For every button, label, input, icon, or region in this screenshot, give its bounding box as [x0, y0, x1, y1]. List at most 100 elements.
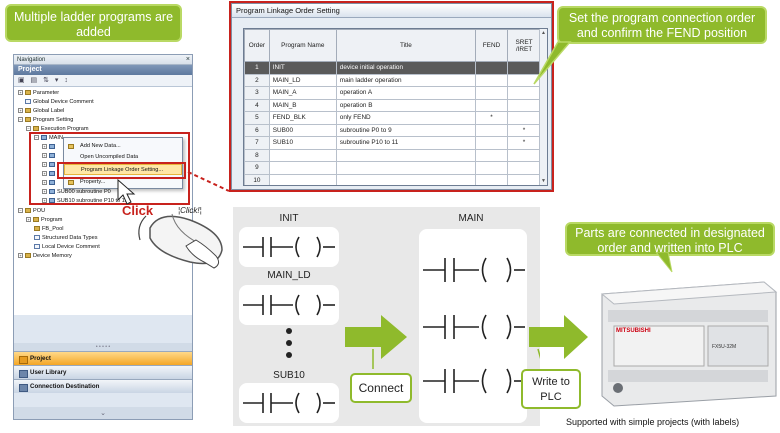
- tree-item-local-device-comment[interactable]: Local Device Comment: [34, 243, 100, 251]
- cell-fend[interactable]: [475, 73, 508, 87]
- cell-title[interactable]: operation B: [335, 98, 477, 112]
- tree-item-parameter[interactable]: +Parameter: [18, 89, 59, 97]
- cell-title[interactable]: [335, 161, 477, 175]
- tree-item-child[interactable]: +: [42, 161, 57, 169]
- menu-item-program-linkage-order-setting[interactable]: Program Linkage Order Setting...: [64, 164, 182, 175]
- tree-item-child[interactable]: +: [42, 143, 57, 151]
- table-row[interactable]: 10: [244, 173, 542, 185]
- table-row[interactable]: 9: [244, 161, 542, 175]
- tree-item-device-memory[interactable]: +Device Memory: [18, 252, 72, 260]
- cell-fend[interactable]: [475, 161, 508, 175]
- cell-name[interactable]: SUB10: [268, 136, 337, 150]
- scroll-up-icon[interactable]: ▲: [541, 30, 546, 36]
- cell-title[interactable]: [335, 173, 477, 185]
- table-row[interactable]: 8: [244, 148, 542, 162]
- scroll-down-icon[interactable]: ▼: [541, 178, 546, 184]
- column-header-title[interactable]: Title: [335, 29, 477, 62]
- cell-sret[interactable]: [506, 98, 542, 112]
- cell-fend[interactable]: [475, 86, 508, 100]
- cell-sret[interactable]: *: [506, 136, 542, 150]
- tree-item-child[interactable]: +: [42, 170, 57, 178]
- cell-name[interactable]: [268, 148, 337, 162]
- tree-item-sub00[interactable]: +SUB00 subroutine P0: [42, 188, 111, 196]
- cell-name[interactable]: [268, 161, 337, 175]
- tree-item-fb-pool[interactable]: FB_Pool: [34, 225, 63, 233]
- cell-sret[interactable]: [506, 148, 542, 162]
- tree-item-main[interactable]: −MAIN: [34, 134, 63, 142]
- cell-title[interactable]: main ladder operation: [335, 73, 477, 87]
- cell-fend[interactable]: [475, 61, 508, 75]
- menu-item-open-uncompiled-data[interactable]: Open Uncompiled Data: [64, 152, 182, 163]
- cell-name[interactable]: SUB00: [268, 123, 337, 137]
- menu-item-add-new-data[interactable]: Add New Data...: [64, 141, 182, 152]
- cell-title[interactable]: only FEND: [335, 111, 477, 125]
- table-scrollbar[interactable]: ▲ ▼: [539, 29, 547, 185]
- tree-item-execution-program[interactable]: −Execution Program: [26, 125, 89, 133]
- expand-icon[interactable]: +: [18, 108, 23, 113]
- cell-sret[interactable]: [506, 173, 542, 185]
- cell-name[interactable]: INIT: [268, 61, 337, 75]
- expand-icon[interactable]: +: [18, 253, 23, 258]
- cell-sret[interactable]: *: [506, 123, 542, 137]
- column-header-sret-iret[interactable]: SRET /IRET: [506, 29, 542, 62]
- cell-title[interactable]: subroutine P10 to 11: [335, 136, 477, 150]
- navigation-toolbar[interactable]: ▣ ▤ ⇅ ▾ ↕: [14, 75, 192, 87]
- expand-icon[interactable]: +: [42, 171, 47, 176]
- cell-title[interactable]: operation A: [335, 86, 477, 100]
- cell-fend[interactable]: [475, 98, 508, 112]
- cell-name[interactable]: MAIN_LD: [268, 73, 337, 87]
- tree-item-structured-data-types[interactable]: Structured Data Types: [34, 234, 98, 242]
- tree-item-child[interactable]: +: [42, 152, 57, 160]
- expand-icon[interactable]: +: [42, 198, 47, 203]
- tree-item-pou[interactable]: −POU: [18, 207, 45, 215]
- project-tree[interactable]: +Parameter Global Device Comment +Global…: [14, 87, 192, 315]
- cell-name[interactable]: MAIN_A: [268, 86, 337, 100]
- collapse-icon[interactable]: −: [18, 117, 23, 122]
- tree-item-program[interactable]: +Program: [26, 216, 62, 224]
- cell-title[interactable]: [335, 148, 477, 162]
- tree-item-program-setting[interactable]: −Program Setting: [18, 116, 73, 124]
- project-button[interactable]: Project: [14, 351, 192, 365]
- cell-sret[interactable]: [506, 111, 542, 125]
- menu-item-property[interactable]: Property...: [64, 177, 182, 188]
- cell-fend[interactable]: [475, 148, 508, 162]
- linkage-table[interactable]: Order Program Name Title FEND SRET /IRET…: [244, 29, 542, 185]
- expand-icon[interactable]: +: [42, 162, 47, 167]
- user-library-button[interactable]: User Library: [14, 365, 192, 379]
- expand-icon[interactable]: +: [42, 180, 47, 185]
- cell-sret[interactable]: [506, 61, 542, 75]
- collapse-icon[interactable]: −: [26, 126, 31, 131]
- expand-icon[interactable]: +: [42, 153, 47, 158]
- cell-fend[interactable]: [475, 173, 508, 185]
- tree-item-child[interactable]: +: [42, 179, 57, 187]
- collapse-icon[interactable]: −: [34, 135, 39, 140]
- cell-fend[interactable]: *: [475, 111, 508, 125]
- cell-title[interactable]: device initial operation: [335, 61, 477, 75]
- tree-item-global-device-comment[interactable]: Global Device Comment: [25, 98, 94, 106]
- cell-name[interactable]: MAIN_B: [268, 98, 337, 112]
- column-header-program-name[interactable]: Program Name: [268, 29, 337, 62]
- close-icon[interactable]: ×: [185, 56, 190, 63]
- cell-fend[interactable]: [475, 136, 508, 150]
- cell-name[interactable]: FEND_BLK: [268, 111, 337, 125]
- connection-destination-button[interactable]: Connection Destination: [14, 379, 192, 393]
- cell-title[interactable]: subroutine P0 to 9: [335, 123, 477, 137]
- expand-icon[interactable]: +: [18, 90, 23, 95]
- cell-sret[interactable]: [506, 161, 542, 175]
- expand-icon[interactable]: +: [42, 144, 47, 149]
- column-header-fend[interactable]: FEND: [475, 29, 508, 62]
- collapse-icon[interactable]: −: [18, 208, 23, 213]
- cell-fend[interactable]: [475, 123, 508, 137]
- navigation-footer[interactable]: ⌄: [14, 407, 192, 419]
- cell-name[interactable]: [268, 173, 337, 185]
- column-header-order[interactable]: Order: [244, 29, 270, 62]
- expand-icon[interactable]: +: [42, 189, 47, 194]
- tree-item-global-label[interactable]: +Global Label: [18, 107, 64, 115]
